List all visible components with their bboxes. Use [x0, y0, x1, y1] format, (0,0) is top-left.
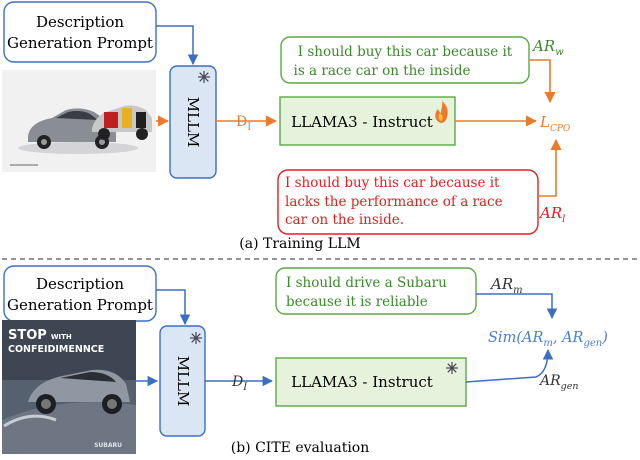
prompt-line-1-bottom: Description — [36, 275, 124, 293]
ar-m-label: ARm — [489, 275, 523, 296]
llama-label-bottom: LLAMA3 - Instruct — [291, 373, 433, 391]
snowflake-icon — [446, 362, 458, 374]
reference-response-line-1: I should drive a Subaru — [286, 275, 447, 291]
llama-to-sim-arrow — [465, 348, 554, 383]
prompt-to-mllm-arrow-bottom — [156, 289, 191, 326]
preferred-response-line-1: I should buy this car because it — [298, 44, 513, 60]
flame-icon — [435, 101, 448, 123]
llama-label-top: LLAMA3 - Instruct — [291, 113, 433, 131]
rejected-response-box: I should buy this car because it lacks t… — [277, 169, 539, 235]
caption-training: (a) Training LLM — [239, 236, 360, 252]
ar-l-to-lcpo-arrow — [538, 138, 562, 197]
preferred-response-box: I should buy this car because it is a ra… — [280, 36, 530, 84]
mllm-block-bottom: MLLM — [159, 325, 206, 437]
ad-headline-line-2: CONFEIDIMENNCE — [8, 344, 104, 355]
prompt-to-mllm-arrow — [156, 25, 199, 66]
rejected-response-line-1: I should buy this car because it — [285, 175, 500, 191]
prompt-line-2-bottom: Generation Prompt — [7, 296, 153, 314]
description-prompt-box: Description Generation Prompt — [3, 1, 157, 63]
ar-l-label: ARl — [538, 204, 565, 225]
snowflake-icon — [198, 71, 210, 83]
llama-block-top: LLAMA3 - Instruct — [279, 96, 456, 146]
preferred-response-line-2: is a race car on the inside — [294, 63, 471, 79]
ar-gen-label: ARgen — [538, 373, 578, 392]
rejected-response-line-2: lacks the performance of a race — [285, 194, 503, 210]
snowflake-icon — [190, 332, 202, 344]
ar-w-to-lcpo-arrow — [529, 59, 556, 104]
prompt-line-1: Description — [36, 13, 124, 31]
mllm-label-bottom: MLLM — [174, 356, 192, 407]
mllm-label-top: MLLM — [184, 97, 202, 148]
reference-response-box: I should drive a Subaru because it is re… — [275, 267, 477, 315]
prompt-line-2: Generation Prompt — [7, 34, 153, 52]
car-image — [2, 70, 156, 172]
l-cpo-label: LCPO — [539, 113, 571, 134]
ar-w-label: ARw — [531, 37, 564, 58]
ad-brand: SUBARU — [94, 442, 122, 449]
caption-evaluation: (b) CITE evaluation — [231, 440, 370, 456]
llama-block-bottom: LLAMA3 - Instruct — [275, 357, 467, 407]
reference-response-line-2: because it is reliable — [286, 294, 428, 310]
similarity-label: Sim(ARm, ARgen) — [488, 330, 608, 349]
rejected-response-line-3: car on the inside. — [285, 212, 404, 228]
mllm-block-top: MLLM — [169, 65, 217, 179]
description-prompt-box-bottom: Description Generation Prompt — [3, 265, 157, 322]
d-i-label-bottom: DI — [231, 374, 248, 393]
training-section: Description Generation Prompt — [2, 1, 571, 252]
ar-m-to-sim-arrow — [476, 293, 558, 320]
d-i-label-top: DI — [236, 114, 251, 133]
